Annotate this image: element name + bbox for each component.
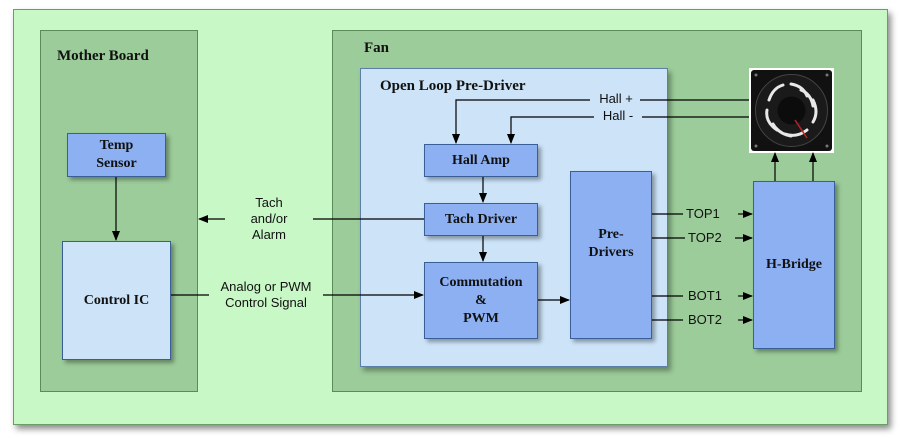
commutation-label-3: PWM <box>463 310 499 326</box>
control-signal-label: Analog or PWM Control Signal <box>206 279 326 311</box>
hall-minus-label: Hall - <box>602 108 634 123</box>
tach-driver-block: Tach Driver <box>424 203 538 236</box>
tach-driver-label: Tach Driver <box>444 211 518 227</box>
pre-driver-title: Open Loop Pre-Driver <box>380 78 526 94</box>
mother-board-title: Mother Board <box>57 48 149 64</box>
h-bridge-label: H-Bridge <box>766 257 822 272</box>
h-bridge-block: H-Bridge <box>753 181 835 349</box>
fan-title: Fan <box>364 40 390 56</box>
top2-label: TOP2 <box>688 230 722 245</box>
top1-label: TOP1 <box>686 206 720 221</box>
temp-sensor-label-2: Sensor <box>96 156 137 171</box>
hall-minus-arrow <box>507 116 594 144</box>
commutation-label-2: & <box>475 292 487 308</box>
control-signal-label-2: Control Signal <box>225 295 307 310</box>
tach-label-1: Tach <box>255 195 283 210</box>
tach-label-3: Alarm <box>252 227 286 242</box>
pre-drivers-label-1: Pre- <box>598 227 624 242</box>
temp-sensor-label-1: Temp <box>99 138 134 153</box>
pre-drivers-label-2: Drivers <box>588 245 634 260</box>
hall-plus-arrow <box>452 99 590 144</box>
hall-amp-block: Hall Amp <box>424 144 538 177</box>
commutation-label-1: Commutation <box>439 274 523 290</box>
tach-label-2: and/or <box>250 211 288 226</box>
bot1-label: BOT1 <box>688 288 722 303</box>
tach-alarm-label: Tach and/or Alarm <box>229 195 309 243</box>
control-ic-label: Control IC <box>83 292 150 308</box>
pre-drivers-block: Pre- Drivers <box>570 171 652 339</box>
fan-icon <box>749 68 834 153</box>
bot2-label: BOT2 <box>688 312 722 327</box>
hall-amp-label: Hall Amp <box>452 152 510 168</box>
control-signal-label-1: Analog or PWM <box>220 279 312 294</box>
commutation-pwm-block: Commutation & PWM <box>424 262 538 339</box>
control-ic-block: Control IC <box>62 241 171 360</box>
hall-plus-label: Hall + <box>599 91 633 106</box>
